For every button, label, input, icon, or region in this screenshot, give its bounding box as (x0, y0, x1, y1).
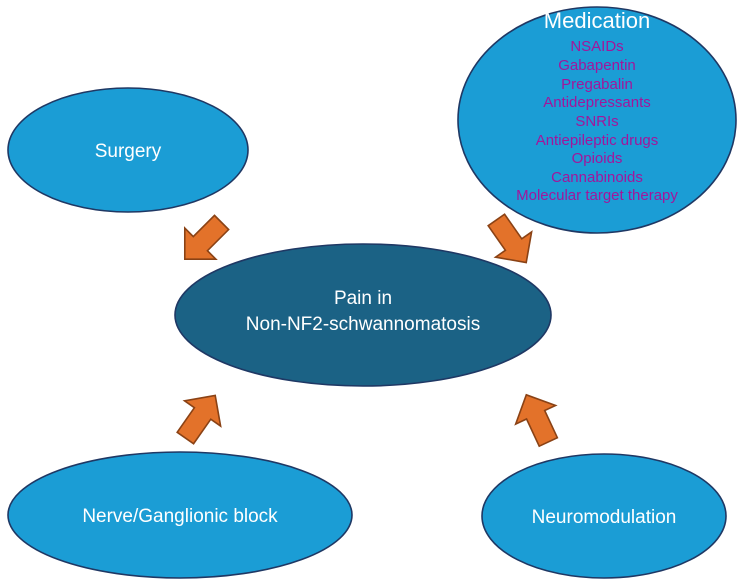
medication-item-antidepressants: Antidepressants (543, 94, 651, 111)
center-label-line-1: Pain in (334, 288, 392, 309)
medication-item-gabapentin: Gabapentin (558, 57, 636, 74)
center-ellipse[interactable] (174, 243, 552, 387)
medication-item-opioids: Opioids (572, 150, 623, 167)
node-neuromodulation[interactable]: Neuromodulation (481, 453, 727, 579)
arrow-glyph-down-right (183, 214, 230, 261)
center-label-line-2: Non-NF2-schwannomatosis (246, 314, 480, 335)
medication-item-cannabinoids: Cannabinoids (551, 169, 643, 186)
medication-item-molecular-target-therapy: Molecular target therapy (516, 187, 678, 204)
node-surgery[interactable]: Surgery (7, 87, 249, 213)
medication-ellipse[interactable] (457, 6, 737, 234)
arrow-nerve-block-to-center (176, 394, 222, 445)
neuromodulation-label: Neuromodulation (532, 507, 677, 528)
medication-item-pregabalin: Pregabalin (561, 76, 633, 93)
node-nerve-ganglionic-block[interactable]: Nerve/Ganglionic block (7, 451, 353, 579)
node-medication[interactable]: Medication NSAIDs Gabapentin Pregabalin … (457, 6, 737, 234)
medication-item-snris: SNRIs (575, 113, 618, 130)
arrow-neuromodulation-to-center (514, 393, 559, 448)
arrow-medication-to-center (487, 213, 533, 264)
surgery-ellipse[interactable] (7, 87, 249, 213)
arrow-surgery-to-center (183, 214, 230, 261)
arrow-glyph-down-left (487, 213, 533, 264)
medication-item-antiepileptic-drugs: Antiepileptic drugs (536, 132, 659, 149)
node-center-pain[interactable]: Pain in Non-NF2-schwannomatosis (174, 243, 552, 387)
nerve-ganglionic-block-label: Nerve/Ganglionic block (82, 506, 278, 527)
medication-item-nsaids: NSAIDs (570, 38, 623, 55)
medication-title: Medication (544, 8, 650, 33)
surgery-label: Surgery (95, 141, 162, 162)
arrow-glyph-up-right (176, 394, 222, 445)
arrow-glyph-up-left (514, 393, 559, 448)
neuromodulation-ellipse[interactable] (481, 453, 727, 579)
nerve-ganglionic-block-ellipse[interactable] (7, 451, 353, 579)
